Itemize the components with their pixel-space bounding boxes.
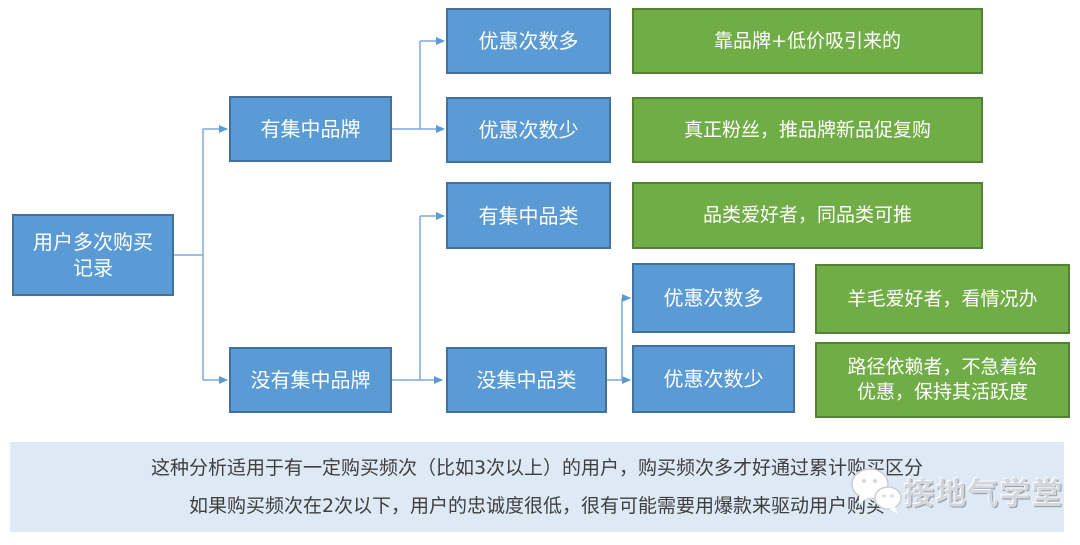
node-many-discounts-brand: 优惠次数多 — [446, 8, 611, 74]
node-user-purchase-records: 用户多次购买记录 — [12, 214, 174, 296]
node-few-discounts-nocat: 优惠次数少 — [632, 345, 795, 413]
node-has-concentrated-brand: 有集中品牌 — [229, 96, 392, 162]
node-has-concentrated-category: 有集中品类 — [446, 182, 611, 249]
outcome-true-fans: 真正粉丝，推品牌新品促复购 — [632, 97, 983, 163]
outcome-deal-hunter: 羊毛爱好者，看情况办 — [815, 264, 1070, 334]
node-no-concentrated-brand: 没有集中品牌 — [229, 347, 392, 413]
node-few-discounts-brand: 优惠次数少 — [446, 97, 611, 163]
note-banner: 这种分析适用于有一定购买频次（比如3次以上）的用户，购买频次多才好通过累计购买区… — [10, 442, 1064, 532]
node-no-concentrated-category: 没集中品类 — [446, 347, 607, 413]
outcome-path-dependent: 路径依赖者，不急着给优惠，保持其活跃度 — [815, 342, 1070, 418]
note-line-1: 这种分析适用于有一定购买频次（比如3次以上）的用户，购买频次多才好通过累计购买区… — [150, 457, 924, 479]
outcome-category-lover: 品类爱好者，同品类可推 — [632, 182, 983, 249]
node-many-discounts-nocat: 优惠次数多 — [632, 263, 795, 333]
outcome-brand-lowprice-attracted: 靠品牌+低价吸引来的 — [632, 8, 983, 74]
note-line-2: 如果购买频次在2次以下，用户的忠诚度很低，很有可能需要用爆款来驱动用户购买 — [188, 495, 886, 517]
